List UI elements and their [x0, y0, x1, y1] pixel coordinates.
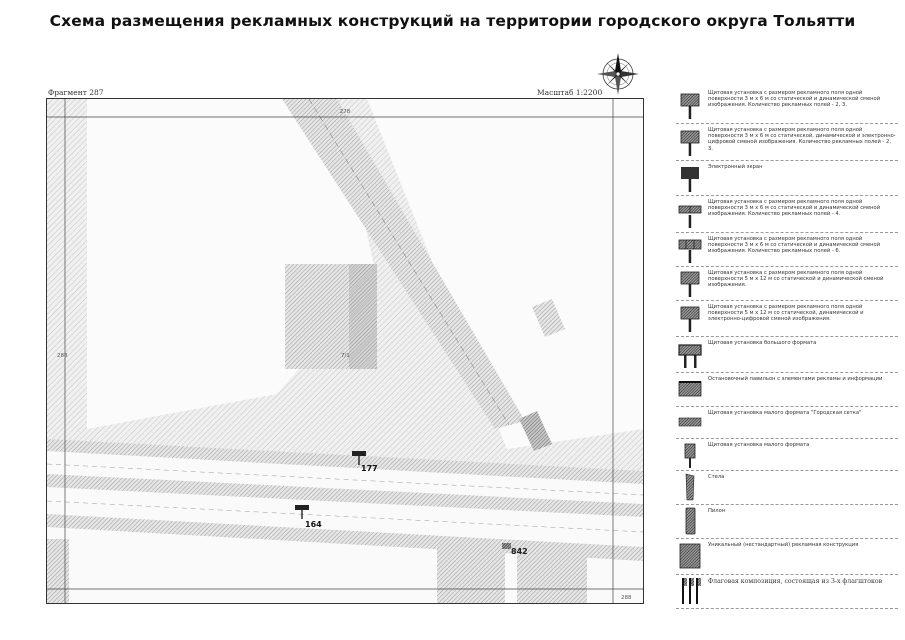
small-building	[532, 299, 565, 337]
small-building-dark	[519, 411, 552, 451]
legend-item: Щитовая установка с размером рекламного …	[676, 195, 898, 233]
legend-item: Уникальный (нестандартный) рекламная кон…	[676, 538, 898, 575]
marker-164[interactable]: 164	[295, 505, 322, 529]
billboard-4-fields-icon	[678, 205, 702, 228]
small-format-city-icon	[678, 417, 702, 427]
legend-item: Щитовая установка с размером рекламного …	[676, 123, 898, 161]
billboard-5x12-static-icon	[680, 271, 700, 297]
large-format-icon	[678, 344, 702, 368]
marker-842[interactable]: 842	[502, 543, 528, 556]
legend-item: Щитовая установка малого формата "Городс…	[676, 406, 898, 439]
pylon-icon	[685, 507, 696, 535]
legend-item-text: Щитовая установка с размером рекламного …	[708, 304, 864, 323]
legend-item: Щитовая установка с размером рекламного …	[676, 86, 898, 124]
marker-label-164: 164	[305, 520, 322, 529]
legend-item-text: Щитовая установка малого формата	[708, 442, 810, 448]
marker-label-842: 842	[511, 547, 528, 556]
legend-item: Электронный экран	[676, 160, 898, 196]
marker-label-177: 177	[361, 464, 378, 473]
legend-item-text: Щитовая установка с размером рекламного …	[708, 199, 881, 218]
legend-item-text: Щитовая установка с размером рекламного …	[708, 270, 884, 289]
legend-item-text: Уникальный (нестандартный) рекламная кон…	[708, 542, 859, 548]
flag-composition-icon	[682, 578, 701, 604]
legend-item: Флаговая композиция, состоящая из 3-х фл…	[676, 574, 898, 609]
legend-item-text: Стела	[708, 474, 725, 480]
legend-item: Остановочный павильон с элементами рекла…	[676, 372, 898, 407]
billboard-6-fields-icon	[678, 239, 702, 263]
marker-177[interactable]: 177	[352, 451, 378, 473]
legend-item-text: Флаговая композиция, состоящая из 3-х фл…	[708, 578, 883, 585]
legend-item-text: Электронный экран	[708, 164, 763, 170]
legend-item-text: Щитовая установка с размером рекламного …	[708, 127, 896, 152]
electronic-screen-icon	[681, 166, 699, 192]
grid-label-left: 288	[57, 353, 68, 359]
legend-item-text: Щитовая установка большого формата	[708, 340, 817, 346]
legend-item: Щитовая установка с размером рекламного …	[676, 266, 898, 301]
fragment-label: Фрагмент 287	[48, 88, 104, 97]
pavilion-icon	[678, 381, 702, 397]
scale-label: Масштаб 1:2200	[537, 88, 603, 97]
road-middle-lane	[47, 474, 643, 517]
legend-item-text: Щитовая установка малого формата "Городс…	[708, 410, 862, 416]
stele-icon	[685, 473, 695, 501]
billboard-5x12-digital-icon	[680, 306, 700, 332]
legend-item-text: Пилон	[708, 508, 726, 514]
map-drawing: 278 288 288 7/1 177 164 842	[47, 99, 643, 603]
unique-structure-icon	[679, 543, 701, 569]
grid-label-top: 278	[340, 109, 351, 115]
billboard-3x6-digital-icon	[680, 130, 700, 156]
parcel-label: 7/1	[341, 353, 350, 359]
legend-item: Щитовая установка большого формата	[676, 336, 898, 373]
legend-item: Стела	[676, 470, 898, 505]
legend-item: Пилон	[676, 504, 898, 539]
page-title: Схема размещения рекламных конструкций н…	[49, 12, 856, 30]
legend-item: Щитовая установка с размером рекламного …	[676, 300, 898, 337]
diagonal-road	[282, 99, 525, 429]
small-format-icon	[684, 443, 696, 468]
legend-item-text: Щитовая установка с размером рекламного …	[708, 90, 881, 109]
billboard-3x6-static-icon	[680, 93, 700, 119]
legend-item: Щитовая установка малого формата	[676, 438, 898, 471]
compass-rose-icon	[597, 53, 639, 95]
legend-item-text: Щитовая установка с размером рекламного …	[708, 236, 881, 255]
grid-label-bottom-right: 288	[621, 595, 632, 601]
map-fragment: 278 288 288 7/1 177 164 842	[46, 98, 644, 604]
legend-item-text: Остановочный павильон с элементами рекла…	[708, 376, 883, 382]
road-upper-lane	[47, 439, 643, 484]
legend-item: Щитовая установка с размером рекламного …	[676, 232, 898, 267]
